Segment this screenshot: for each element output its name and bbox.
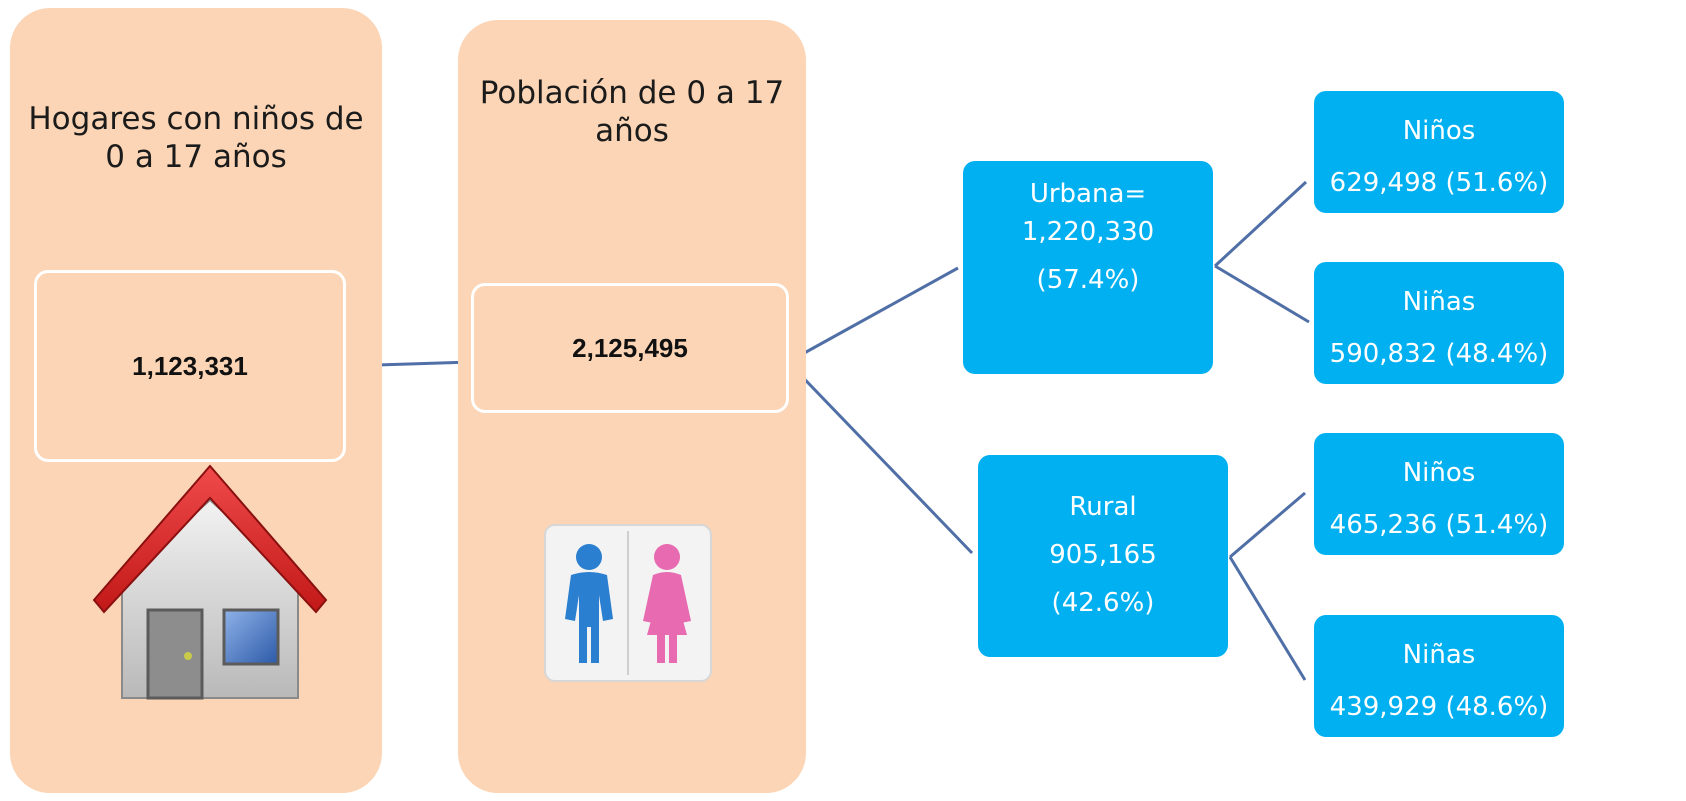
rural-ninas-label: Niñas [1402, 640, 1476, 670]
poblacion-value-box: 2,125,495 [471, 283, 789, 413]
urbana-label: Urbana= [1029, 179, 1147, 209]
boy-girl-icon [541, 523, 715, 683]
rural-ninos-box: Niños 465,236 (51.4%) [1314, 433, 1564, 555]
house-icon [88, 460, 332, 715]
urbana-ninos-value: 629,498 (51.6%) [1329, 168, 1549, 198]
panel-hogares-title: Hogares con niños de 0 a 17 años [28, 101, 364, 175]
connector-rural-ninas [1228, 556, 1307, 681]
rural-box: Rural 905,165 (42.6%) [978, 455, 1228, 657]
connector-rural-ninos [1229, 491, 1306, 559]
urbana-ninos-box: Niños 629,498 (51.6%) [1314, 91, 1564, 213]
hogares-value-box: 1,123,331 [34, 270, 346, 462]
rural-ninos-label: Niños [1402, 458, 1476, 488]
hogares-value: 1,123,331 [132, 350, 248, 381]
rural-label: Rural [1069, 492, 1137, 522]
connector-poblacion-urbana [787, 266, 959, 364]
urbana-percent: (57.4%) [1036, 265, 1140, 295]
urbana-total: 1,220,330 [1021, 217, 1155, 247]
urbana-ninas-value: 590,832 (48.4%) [1329, 339, 1549, 369]
connector-urbana-ninas [1214, 264, 1310, 324]
rural-total: 905,165 [1049, 540, 1157, 570]
urbana-box: Urbana= 1,220,330 (57.4%) [963, 161, 1213, 374]
rural-ninos-value: 465,236 (51.4%) [1329, 510, 1549, 540]
connector-poblacion-rural [786, 360, 974, 555]
rural-ninas-box: Niñas 439,929 (48.6%) [1314, 615, 1564, 737]
poblacion-value: 2,125,495 [572, 332, 688, 363]
urbana-ninas-label: Niñas [1402, 287, 1476, 317]
rural-ninas-value: 439,929 (48.6%) [1329, 692, 1549, 722]
connector-urbana-ninos [1213, 180, 1308, 268]
urbana-ninos-label: Niños [1402, 116, 1476, 146]
urbana-ninas-box: Niñas 590,832 (48.4%) [1314, 262, 1564, 384]
panel-poblacion-title: Población de 0 a 17 años [479, 75, 785, 149]
rural-percent: (42.6%) [1051, 588, 1155, 618]
